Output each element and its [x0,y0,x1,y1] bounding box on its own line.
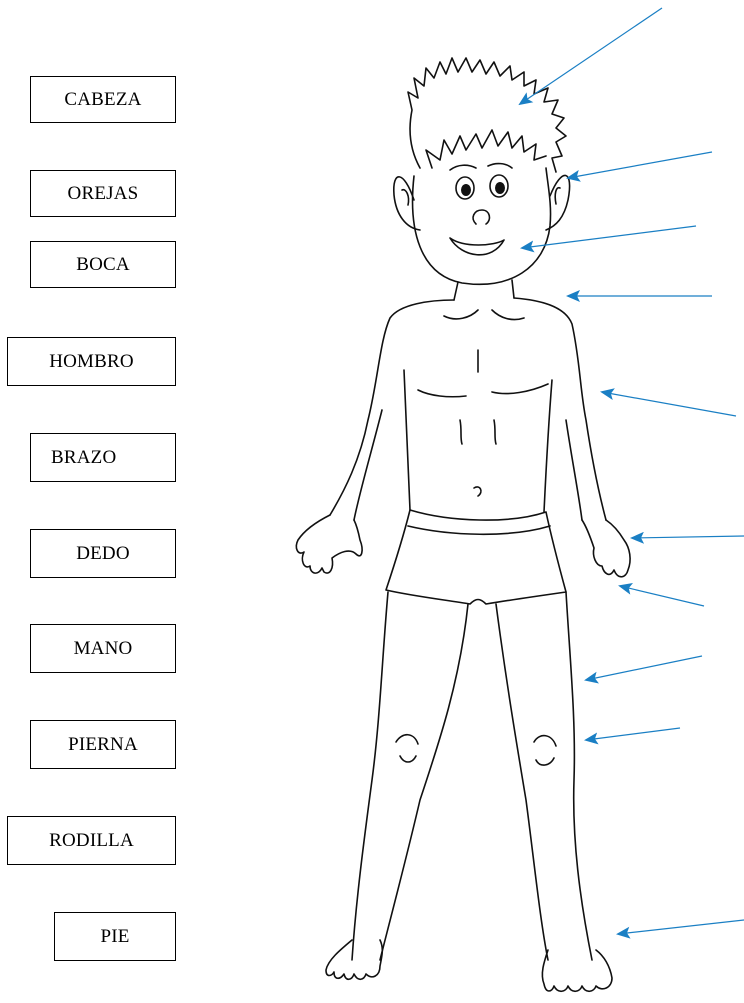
face-outline [413,168,551,284]
left-knee [396,735,418,762]
right-inner-arm [566,420,582,520]
collar [444,310,524,320]
left-ear [394,177,420,230]
left-pupil [461,184,471,196]
left-eyebrow [450,165,476,170]
left-body-side [404,370,410,510]
chest-line-right [492,384,548,394]
right-knee [534,736,556,765]
nose [473,210,489,224]
right-ear-inner [555,188,560,204]
hair-inner-line [426,130,546,168]
torso-outline [330,298,606,520]
right-eyebrow [488,164,512,168]
right-body-side [544,380,552,512]
abs [460,420,496,444]
chest-line-left [418,390,466,397]
navel [474,487,481,496]
shorts-waistband [408,526,550,534]
right-leg [496,592,592,960]
left-foot [326,940,382,979]
mouth [450,238,504,255]
shorts [386,510,566,604]
left-hand [296,515,362,573]
right-foot [542,950,612,991]
right-hand [582,520,630,577]
left-ear-inner [402,190,409,205]
left-leg [352,592,468,960]
left-inner-arm [354,410,382,520]
right-pupil [495,182,505,194]
